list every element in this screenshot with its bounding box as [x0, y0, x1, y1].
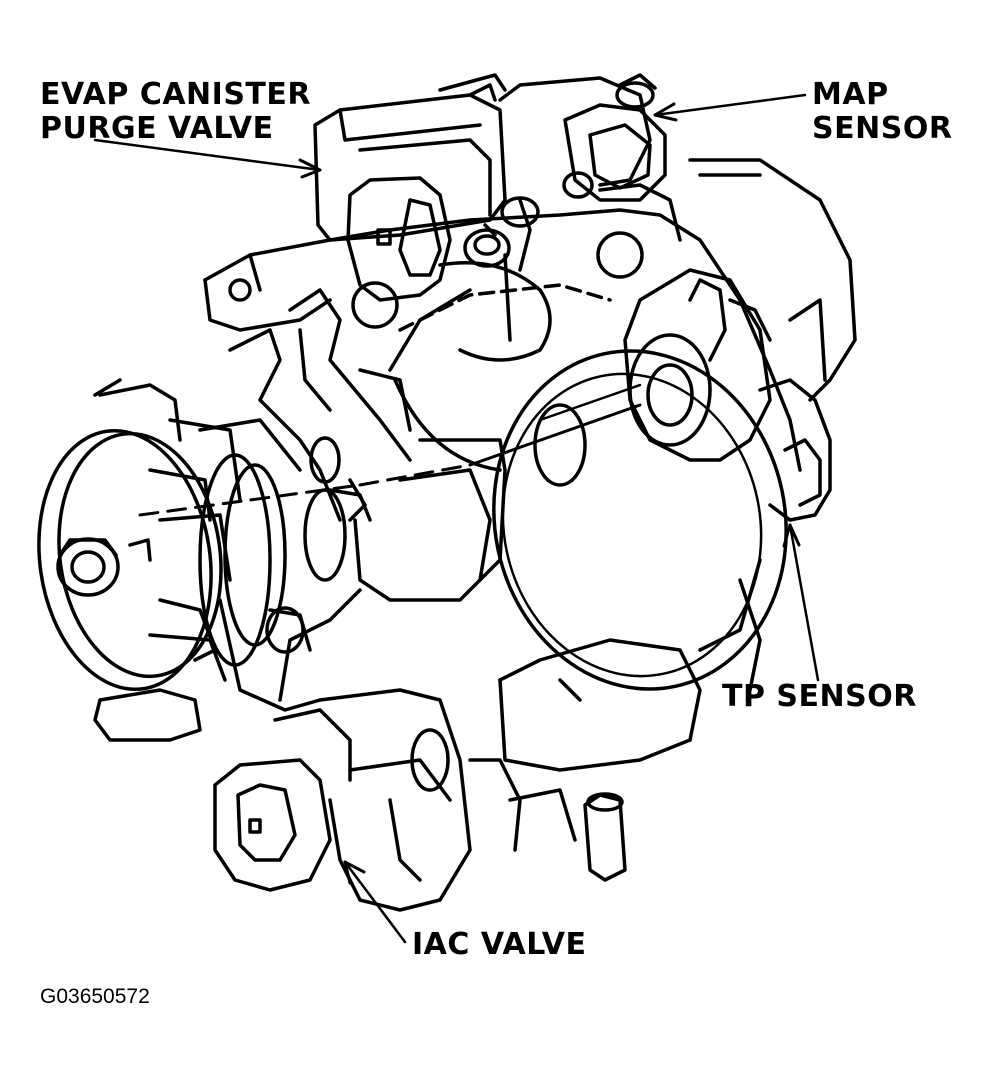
map-sensor-part [498, 73, 667, 202]
linkage-springs [198, 288, 412, 667]
tp-leader-line [788, 523, 820, 682]
evap-leader-line [93, 138, 322, 172]
map-label-line-2: SENSOR [812, 111, 953, 146]
evap-arrowhead [298, 158, 322, 179]
evap-purge-valve-label: EVAP CANISTER PURGE VALVE [40, 78, 311, 146]
iac-arrowhead [343, 860, 366, 885]
iac-leader-line [343, 860, 407, 944]
evap-label-line-2: PURGE VALVE [40, 111, 274, 146]
tp-arrowhead [782, 523, 801, 548]
evap-purge-valve-part [313, 73, 540, 302]
map-label-line-1: MAP [812, 77, 889, 112]
map-sensor-label: MAP SENSOR [812, 78, 952, 146]
iac-valve-part [213, 688, 627, 912]
map-leader-line [653, 93, 807, 117]
figure-id: G03650572 [40, 985, 150, 1008]
throttle-bore [388, 253, 788, 691]
leader-lines [93, 93, 820, 944]
tp-sensor-label: TP SENSOR [722, 679, 917, 714]
map-arrowhead [653, 102, 678, 122]
tp-sensor-part [623, 268, 832, 522]
iac-valve-label: IAC VALVE [412, 927, 587, 962]
throttle-pulley [37, 378, 242, 742]
lower-body [218, 368, 762, 772]
evap-label-line-1: EVAP CANISTER [40, 77, 311, 112]
